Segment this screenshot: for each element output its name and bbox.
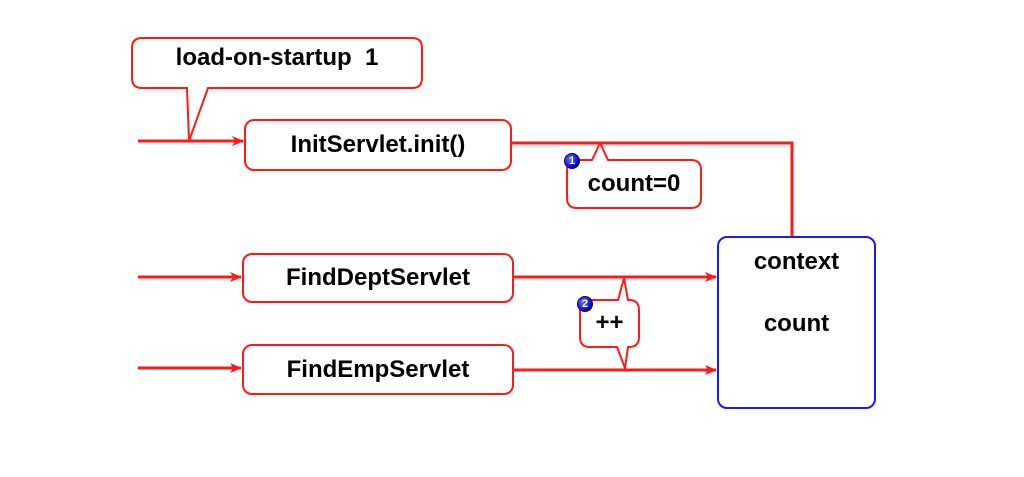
find-emp-servlet-box: FindEmpServlet (242, 344, 514, 395)
find-dept-servlet-label: FindDeptServlet (285, 264, 471, 291)
context-box: context count (717, 236, 876, 409)
init-servlet-box: InitServlet.init() (244, 119, 512, 171)
init-callout-text: count=0 (587, 170, 681, 197)
context-count-field: count (763, 310, 830, 337)
startup-callout-text: load-on-startup 1 (175, 44, 379, 71)
find-emp-servlet-label: FindEmpServlet (286, 355, 470, 383)
context-title: context (753, 248, 840, 275)
step-two-badge: 2 (577, 296, 593, 312)
arrow-init-to-context (512, 141, 797, 254)
init-servlet-label: InitServlet.init() (290, 131, 466, 158)
step-one-badge: 1 (564, 153, 580, 169)
find-dept-servlet-box: FindDeptServlet (242, 253, 514, 303)
increment-callout-text: ++ (595, 309, 624, 336)
startup-callout-shape (131, 37, 423, 142)
